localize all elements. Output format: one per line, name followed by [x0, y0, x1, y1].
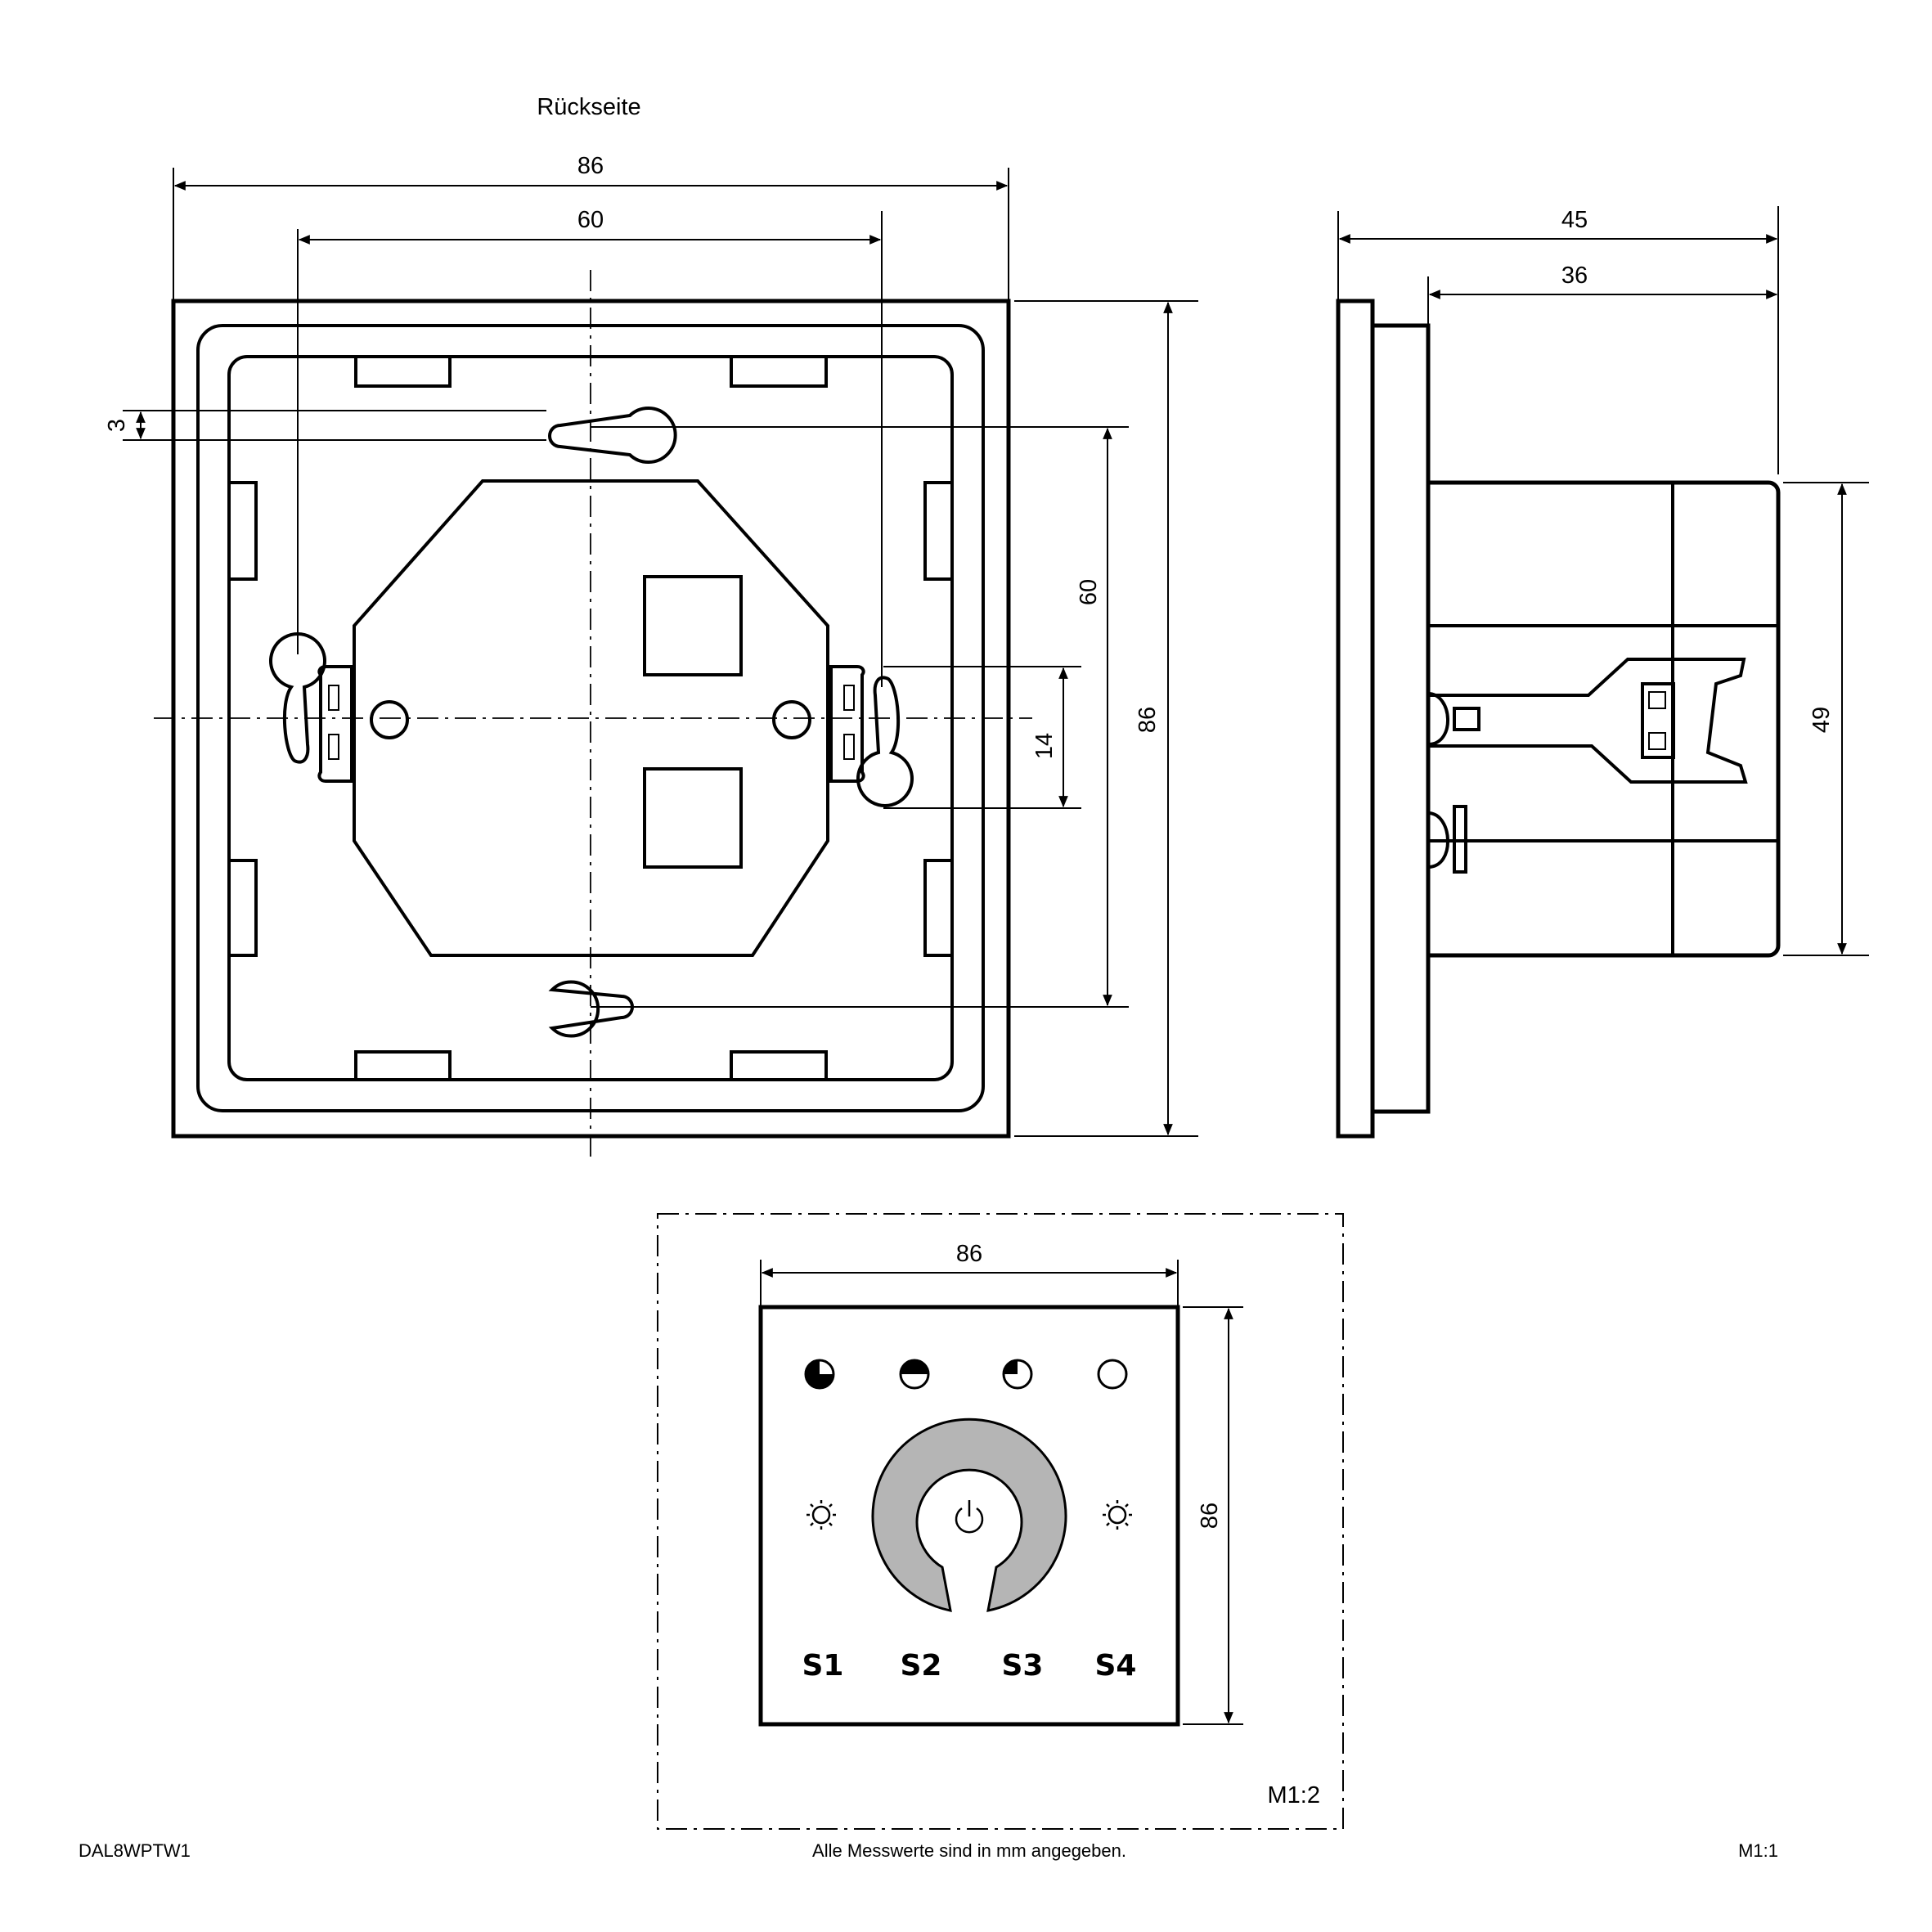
side-spring-block-slot-b	[1648, 732, 1666, 750]
spring-clip-right-slot-b	[843, 734, 855, 760]
clip-top-right	[730, 357, 828, 388]
half-filled-circle-icon	[899, 1359, 930, 1390]
brightness-icon-right	[1103, 1500, 1132, 1530]
clip-left-top	[229, 481, 258, 581]
dim-back-height: 86	[1134, 707, 1161, 733]
side-view: 45 36 49	[1336, 206, 1869, 1139]
spring-clip-left	[317, 665, 353, 783]
front-panel	[758, 1305, 1180, 1727]
keyhole-top	[548, 407, 677, 464]
side-spring-block-slot-a	[1648, 691, 1666, 709]
side-front-plate	[1336, 299, 1375, 1139]
dim-side-body-height: 49	[1808, 707, 1835, 733]
key-s4[interactable]: S4	[1095, 1649, 1137, 1683]
touch-ring-slider[interactable]	[871, 1418, 1067, 1612]
keyhole-right	[856, 676, 914, 808]
brightness-icon-left	[806, 1500, 836, 1530]
clip-left-bottom	[229, 859, 258, 957]
insert-octagon	[353, 479, 829, 957]
clip-right-top	[923, 481, 952, 581]
dim-side-depth-body: 36	[1561, 263, 1588, 289]
side-spring-block	[1641, 682, 1675, 759]
dim-front-width: 86	[956, 1241, 982, 1267]
side-screw-head-bottom	[1427, 811, 1449, 869]
scale-main: M1:1	[1738, 1840, 1778, 1861]
dim-hole-spacing-h: 60	[577, 207, 604, 233]
front-view: M1:2 86 86	[657, 1213, 1344, 1830]
insert-square-upper	[643, 575, 743, 676]
power-icon[interactable]	[955, 1500, 984, 1534]
insert-hole-left	[370, 700, 409, 739]
footer-note: Alle Messwerte sind in mm angegeben.	[812, 1840, 1126, 1861]
back-view-title: Rückseite	[537, 94, 640, 120]
key-s2[interactable]: S2	[901, 1649, 942, 1683]
side-screw-bottom	[1453, 805, 1467, 874]
clip-top-left	[354, 357, 452, 388]
dim-offset: 3	[104, 419, 130, 432]
dim-side-depth-total: 45	[1561, 207, 1588, 233]
clip-bottom-left	[354, 1050, 452, 1080]
key-s3[interactable]: S3	[1002, 1649, 1044, 1683]
spring-clip-left-slot-a	[328, 685, 339, 711]
spring-clip-right-slot-a	[843, 685, 855, 711]
dim-back-width: 86	[577, 153, 604, 179]
side-frame	[1370, 323, 1431, 1114]
model-code: DAL8WPTW1	[79, 1840, 191, 1861]
dim-front-height: 86	[1197, 1503, 1223, 1529]
empty-circle-icon	[1097, 1359, 1128, 1390]
quarter-filled-circle-icon	[804, 1359, 835, 1390]
front-view-boundary	[657, 1213, 1344, 1830]
spring-clip-left-slot-b	[328, 734, 339, 760]
keyhole-bottom	[548, 980, 634, 1038]
side-screw-head-top	[1427, 692, 1449, 746]
clip-bottom-right	[730, 1050, 828, 1080]
key-s1[interactable]: S1	[802, 1649, 844, 1683]
dim-slot-height: 14	[1031, 733, 1058, 759]
clip-right-bottom	[923, 859, 952, 957]
spring-clip-right	[829, 665, 865, 783]
insert-hole-right	[772, 700, 811, 739]
back-view: Rückseite	[104, 94, 1198, 1161]
scale-front: M1:2	[1268, 1782, 1320, 1808]
side-spring-lever	[1428, 658, 1748, 784]
side-body	[1426, 480, 1781, 958]
three-quarter-circle-icon	[1002, 1359, 1033, 1390]
insert-square-lower	[643, 767, 743, 869]
dim-hole-spacing-v: 60	[1076, 579, 1102, 605]
side-screw-top	[1453, 707, 1480, 731]
